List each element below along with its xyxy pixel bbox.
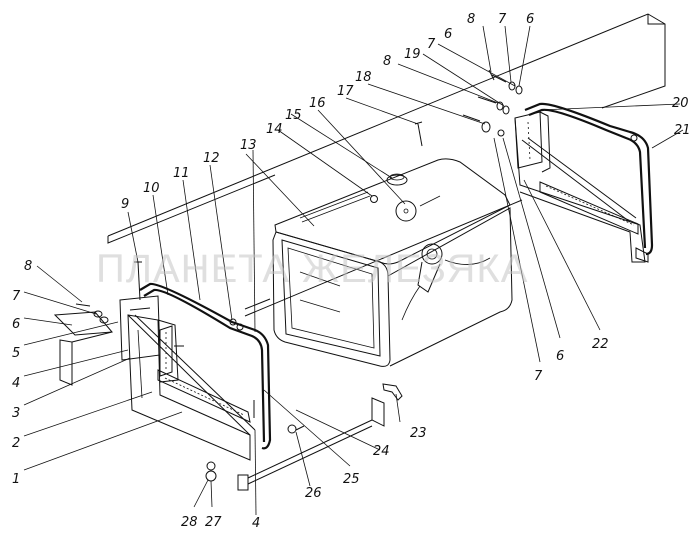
callout-7-right: 7	[534, 369, 543, 384]
callout-7: 7	[12, 289, 21, 304]
callout-9: 9	[121, 197, 129, 212]
support-bar	[237, 397, 385, 491]
callout-19: 19	[404, 47, 421, 62]
callout-7-top-right: 7	[498, 12, 507, 27]
callout-23: 23	[410, 426, 427, 441]
callout-15: 15	[285, 108, 302, 123]
callout-13: 13	[240, 138, 257, 153]
callout-7-top-left: 7	[427, 37, 436, 52]
callout-25: 25	[343, 472, 360, 487]
frame-side-member	[107, 13, 666, 317]
callout-6-top-left: 6	[444, 27, 452, 42]
callout-4-bottom: 4	[252, 516, 260, 531]
callout-18: 18	[355, 70, 372, 85]
callout-8-top-right: 8	[467, 12, 475, 27]
elbow-fitting	[382, 383, 403, 401]
callout-6-top-right: 6	[526, 12, 534, 27]
callout-10: 10	[143, 181, 160, 196]
callout-5: 5	[12, 346, 20, 361]
callout-8: 8	[24, 259, 32, 274]
callout-24: 24	[373, 444, 390, 459]
callout-1: 1	[12, 472, 20, 487]
callout-8-top-left: 8	[383, 54, 391, 69]
left-bracket-assembly	[53, 261, 305, 482]
callout-20: 20	[672, 96, 689, 111]
callout-17: 17	[337, 84, 354, 99]
callout-16: 16	[309, 96, 326, 111]
callout-2: 2	[12, 436, 20, 451]
callout-22: 22	[592, 337, 609, 352]
callout-27: 27	[205, 515, 222, 530]
callout-26: 26	[305, 486, 322, 501]
callout-28: 28	[181, 515, 198, 530]
fuel-tank	[272, 158, 513, 367]
callout-21: 21	[674, 123, 691, 138]
callout-6: 6	[12, 317, 20, 332]
callout-4: 4	[12, 376, 20, 391]
right-bracket-assembly	[414, 69, 654, 263]
callout-12: 12	[203, 151, 220, 166]
leader-lines	[23, 25, 684, 516]
callout-11: 11	[173, 166, 190, 181]
callout-6-right: 6	[556, 349, 564, 364]
callout-labels: 1 2 3 4 5 6 7 8 9 10 11 12 13 14 15 16 1…	[12, 12, 691, 531]
callout-14: 14	[266, 122, 283, 137]
watermark: ПЛАНЕТА ЖЕЛЕЗЯКА	[96, 247, 528, 291]
callout-3: 3	[12, 406, 20, 421]
